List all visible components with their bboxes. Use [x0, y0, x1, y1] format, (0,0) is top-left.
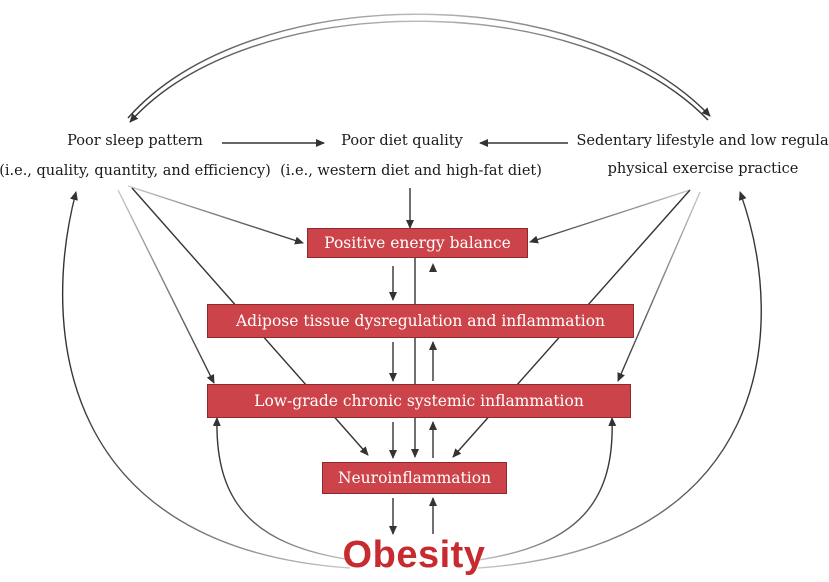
arrow-sleep-to-energy: [127, 185, 304, 245]
activity-detail: physical exercise practice: [607, 161, 799, 177]
arc-activity-to-sleep: [129, 20, 709, 123]
activity-title: Sedentary lifestyle and low regular: [576, 133, 829, 149]
curve-obesity-to-systemic-right: [477, 417, 617, 561]
arc-sleep-to-activity: [127, 13, 711, 119]
curve-obesity-to-activity: [477, 191, 762, 569]
sleep-detail: (i.e., quality, quantity, and efficiency…: [0, 163, 271, 179]
curve-obesity-to-systemic-left: [212, 417, 353, 561]
diet-detail: (i.e., western diet and high-fat diet): [280, 163, 542, 179]
diet-title: Poor diet quality: [341, 133, 463, 149]
obesity-label: Obesity: [342, 534, 486, 576]
sleep-title: Poor sleep pattern: [67, 133, 203, 149]
arrow-activity-to-energy: [529, 189, 691, 244]
arrow-activity-to-systemic: [617, 191, 701, 382]
curve-obesity-to-sleep: [61, 191, 351, 569]
box-positive-energy-balance: Positive energy balance: [307, 228, 528, 258]
box-neuroinflammation: Neuroinflammation: [322, 462, 507, 494]
arrow-sleep-to-systemic: [117, 189, 215, 384]
box-adipose-tissue-dysregulation: Adipose tissue dysregulation and inflamm…: [207, 304, 634, 338]
box-low-grade-systemic-inflammation: Low-grade chronic systemic inflammation: [207, 384, 631, 418]
